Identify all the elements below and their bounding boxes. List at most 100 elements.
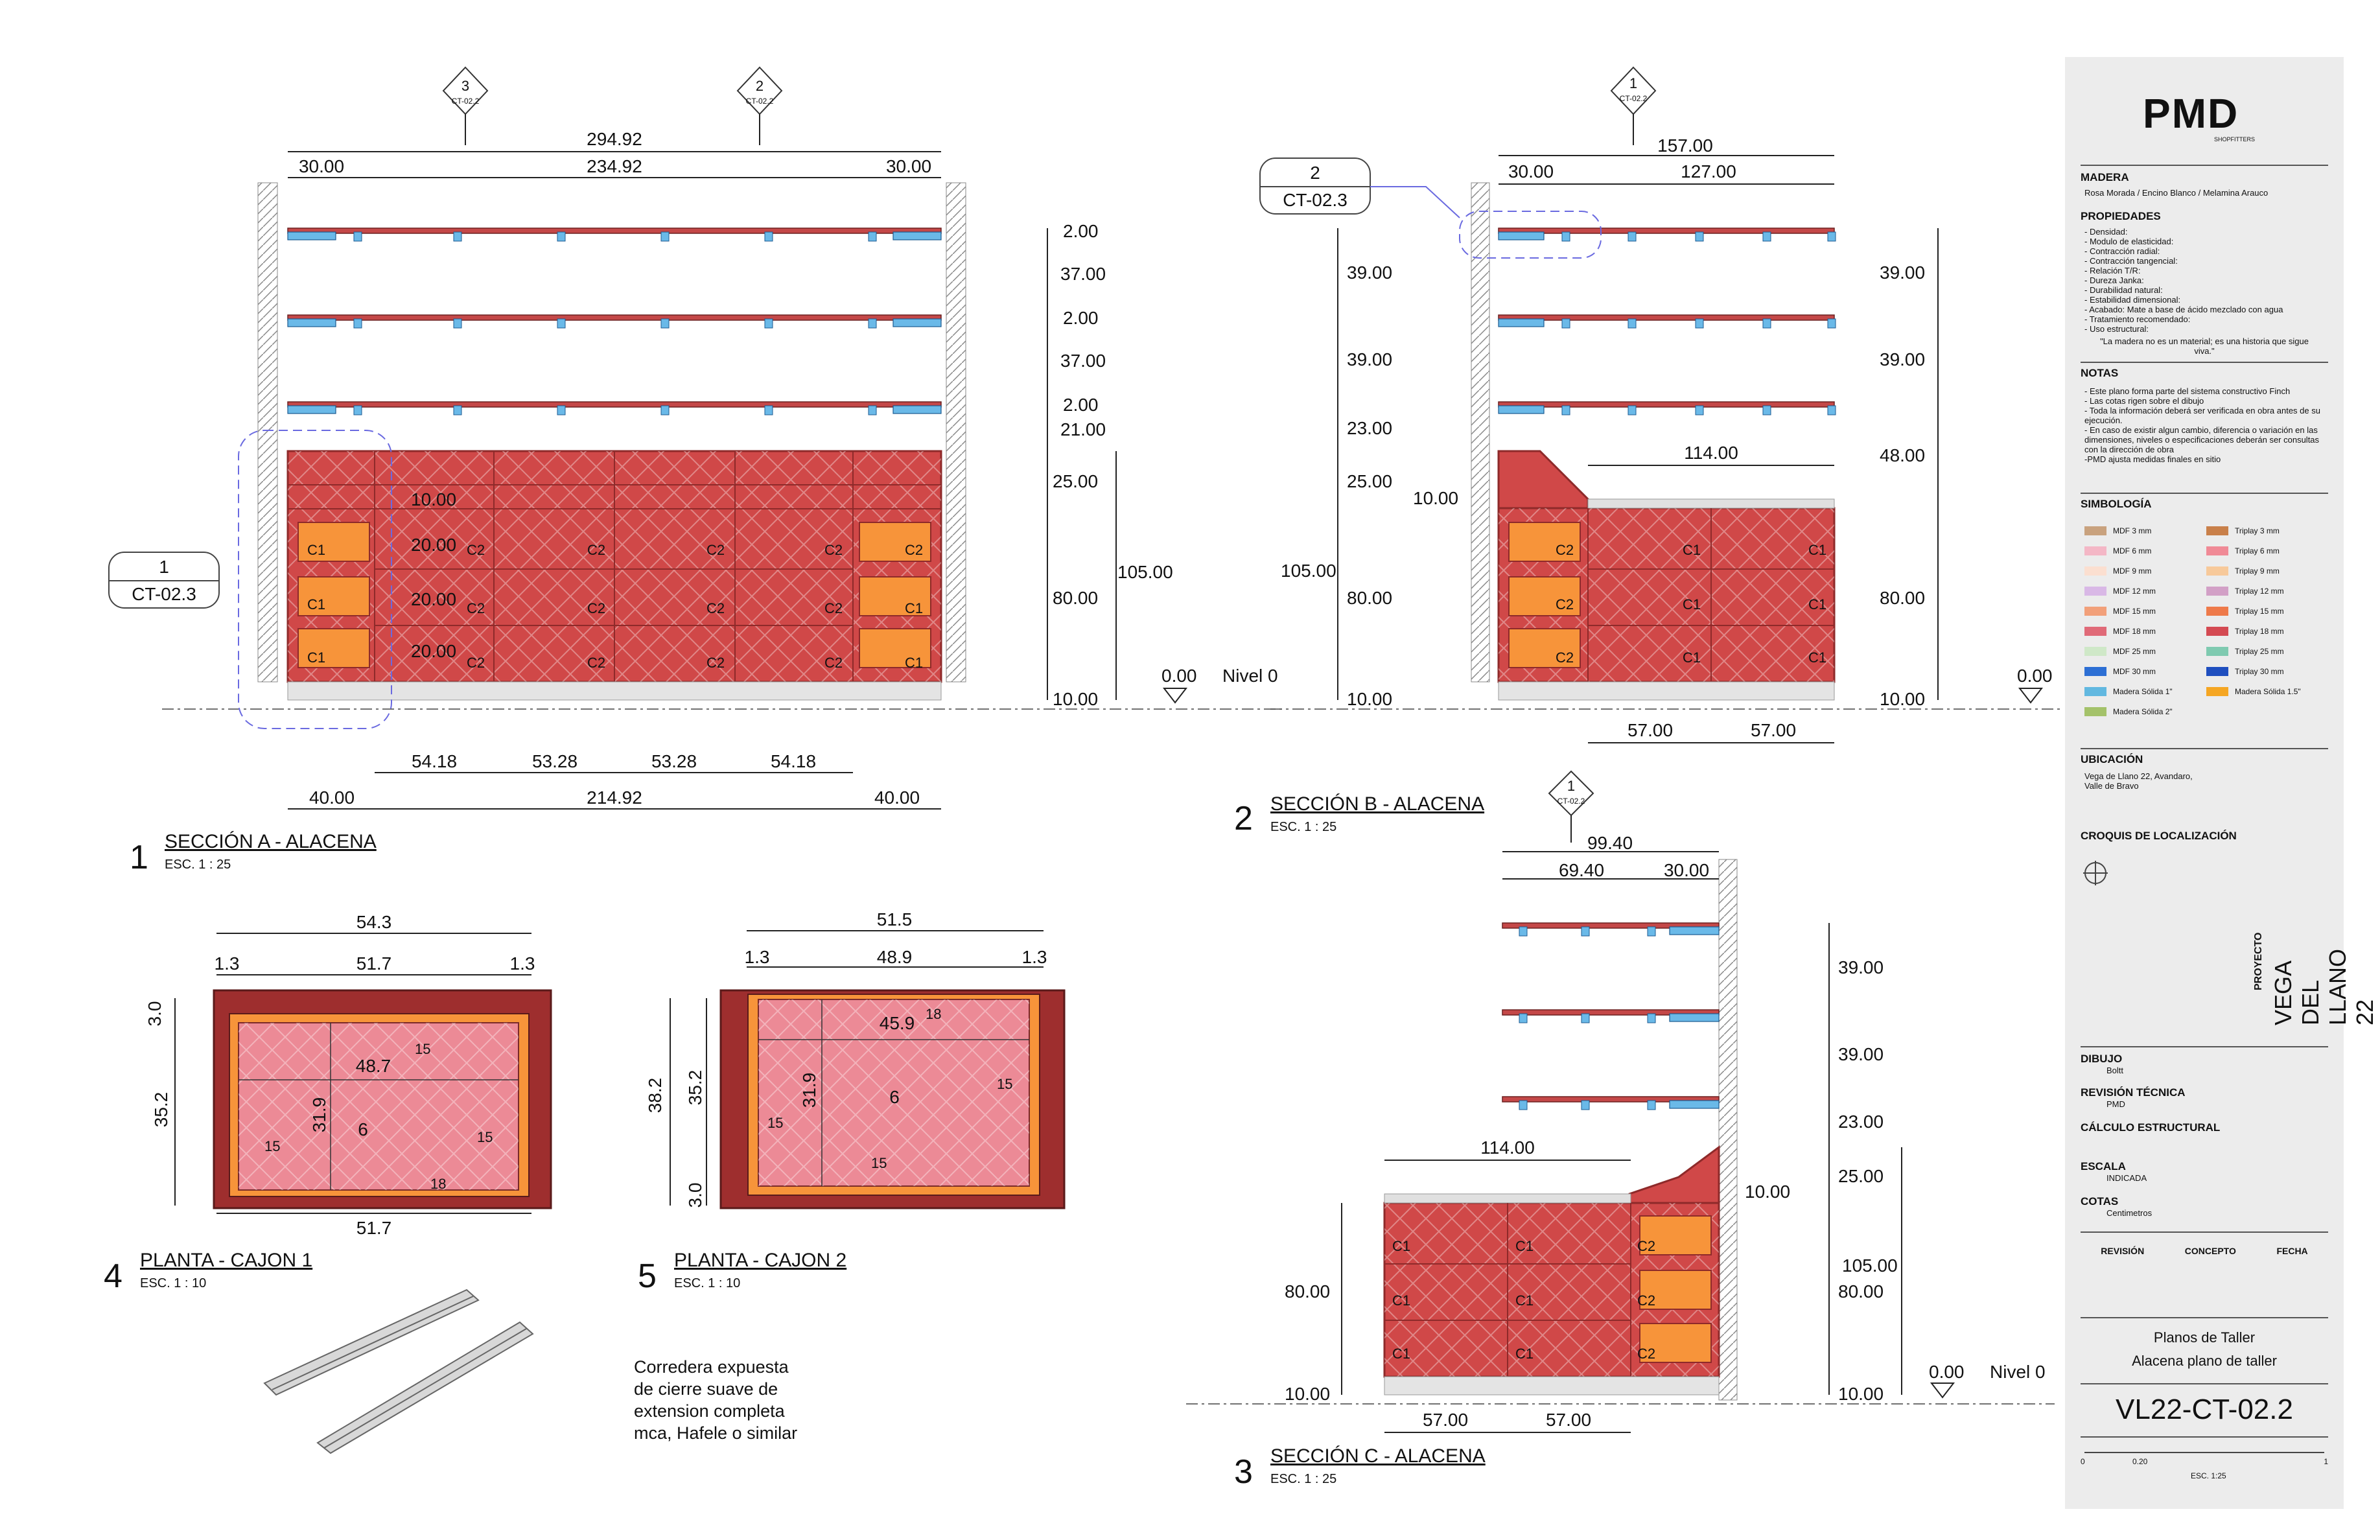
svg-text:C1: C1 <box>1808 649 1826 666</box>
svg-text:C1: C1 <box>1683 542 1701 558</box>
label-c2: C2 <box>706 655 725 671</box>
svg-text:157.00: 157.00 <box>1657 135 1713 156</box>
callout-tag-2: 2 CT-02.3 <box>1259 158 1602 259</box>
cotas-text: Centimetros <box>2106 1208 2152 1218</box>
legend-item: Triplay 6 mm <box>2206 546 2280 555</box>
legend-swatch <box>2084 587 2106 596</box>
svg-text:45.9: 45.9 <box>880 1013 915 1033</box>
svg-text:5: 5 <box>638 1257 657 1295</box>
revision-text: PMD <box>2106 1099 2125 1109</box>
svg-text:1: 1 <box>1629 75 1637 91</box>
legend-item: Madera Sólida 1.5" <box>2206 687 2301 696</box>
legend-item: Triplay 3 mm <box>2206 526 2280 535</box>
legend-item: MDF 18 mm <box>2084 627 2156 636</box>
svg-text:10.00: 10.00 <box>1880 689 1925 709</box>
svg-text:C2: C2 <box>1637 1292 1655 1309</box>
legend-label: Madera Sólida 1" <box>2113 687 2173 696</box>
legend-swatch <box>2206 526 2228 535</box>
logo-subtitle: SHOPFITTERS <box>2214 136 2256 143</box>
legend-swatch <box>2084 687 2106 696</box>
legend-label: MDF 30 mm <box>2113 667 2156 676</box>
legend-swatch <box>2084 707 2106 716</box>
svg-text:15: 15 <box>871 1155 887 1171</box>
pmd-logo: PMD <box>2143 90 2239 137</box>
svg-text:2: 2 <box>756 78 764 94</box>
svg-text:23.00: 23.00 <box>1347 418 1392 438</box>
grid-bubble-3: 3 CT-02.2 <box>442 66 489 145</box>
madera-heading: MADERA <box>2081 171 2129 183</box>
svg-text:3.0: 3.0 <box>685 1183 705 1208</box>
svg-text:39.00: 39.00 <box>1838 957 1884 977</box>
revision-heading: REVISIÓN TÉCNICA <box>2081 1086 2186 1099</box>
ubicacion-text: Vega de Llano 22, Avandaro, Valle de Bra… <box>2084 771 2193 791</box>
svg-text:ESC. 1 : 25: ESC. 1 : 25 <box>1270 1472 1336 1486</box>
drawer-a-6 <box>859 628 931 668</box>
label-c1: C1 <box>307 649 325 666</box>
label-c1: C1 <box>905 600 923 616</box>
legend-swatch <box>2206 546 2228 555</box>
label-c2: C2 <box>587 655 605 671</box>
svg-text:10.00: 10.00 <box>411 489 456 509</box>
label-c2: C2 <box>824 600 843 616</box>
label-c2: C2 <box>706 542 725 558</box>
title-block: PMD SHOPFITTERS MADERA Rosa Morada / Enc… <box>2065 57 2378 1509</box>
svg-text:48.00: 48.00 <box>1880 445 1925 465</box>
svg-text:C1: C1 <box>1392 1238 1410 1254</box>
proyecto-label: PROYECTO <box>2253 932 2264 991</box>
legend-label: Triplay 30 mm <box>2235 667 2284 676</box>
svg-text:57.00: 57.00 <box>1751 720 1796 740</box>
svg-text:18: 18 <box>430 1176 446 1192</box>
svg-text:0.00: 0.00 <box>2017 666 2053 686</box>
propiedades-heading: PROPIEDADES <box>2081 210 2161 222</box>
sheet-number: VL22-CT-02.2 <box>2116 1394 2293 1425</box>
svg-text:51.7: 51.7 <box>356 1218 392 1238</box>
svg-text:Nivel 0: Nivel 0 <box>1990 1362 2046 1382</box>
cotas-heading: COTAS <box>2081 1195 2119 1208</box>
callout-region-a <box>238 430 392 729</box>
svg-text:20.00: 20.00 <box>411 641 456 661</box>
svg-text:15: 15 <box>997 1076 1012 1092</box>
wall-right <box>946 182 966 682</box>
svg-text:31.9: 31.9 <box>799 1073 819 1108</box>
label-c2: C2 <box>467 600 485 616</box>
label-c2: C2 <box>467 542 485 558</box>
svg-text:40.00: 40.00 <box>874 788 920 808</box>
plan-cajon-1: 54.3 1.3 51.7 1.3 51.7 48.7 6 3.0 35.2 3… <box>104 912 552 1295</box>
escala-text: INDICADA <box>2106 1173 2147 1183</box>
svg-text:35.2: 35.2 <box>151 1092 171 1128</box>
svg-text:10.00: 10.00 <box>1347 689 1392 709</box>
propiedades-quote: "La madera no es un material; es una his… <box>2100 336 2309 356</box>
svg-text:1.3: 1.3 <box>1022 947 1047 967</box>
legend-item: Triplay 12 mm <box>2206 587 2284 596</box>
legend-swatch <box>2206 607 2228 616</box>
legend-swatch <box>2084 526 2106 535</box>
legend-item: Madera Sólida 2" <box>2084 707 2173 716</box>
calculo-heading: CÁLCULO ESTRUCTURAL <box>2081 1121 2221 1134</box>
svg-text:105.00: 105.00 <box>1842 1255 1898 1276</box>
legend-item: Triplay 18 mm <box>2206 627 2284 636</box>
svg-text:15: 15 <box>415 1041 430 1057</box>
svg-text:40.00: 40.00 <box>309 788 355 808</box>
legend-swatch <box>2084 647 2106 656</box>
svg-text:PLANTA - CAJON 1: PLANTA - CAJON 1 <box>140 1250 312 1271</box>
svg-text:57.00: 57.00 <box>1423 1410 1468 1430</box>
svg-text:51.7: 51.7 <box>356 953 392 974</box>
svg-text:105.00: 105.00 <box>1281 561 1336 581</box>
drawer-a-2 <box>298 576 370 616</box>
svg-text:25.00: 25.00 <box>1053 471 1098 491</box>
svg-text:0.00: 0.00 <box>1929 1362 1965 1382</box>
legend-item: MDF 6 mm <box>2084 546 2151 555</box>
svg-text:4: 4 <box>104 1257 122 1295</box>
svg-text:39.00: 39.00 <box>1838 1044 1884 1064</box>
svg-text:38.2: 38.2 <box>645 1078 665 1114</box>
svg-text:54.18: 54.18 <box>412 751 457 771</box>
legend-item: Triplay 9 mm <box>2206 566 2280 576</box>
dim-left: 30.00 <box>299 156 344 176</box>
notas-heading: NOTAS <box>2081 367 2119 379</box>
svg-text:20.00: 20.00 <box>411 535 456 555</box>
svg-text:1.3: 1.3 <box>510 953 535 974</box>
svg-text:CT-02.3: CT-02.3 <box>132 584 196 604</box>
svg-text:80.00: 80.00 <box>1880 588 1925 608</box>
svg-text:10.00: 10.00 <box>1285 1384 1330 1404</box>
level-marker: 0.00 <box>1161 666 1197 686</box>
